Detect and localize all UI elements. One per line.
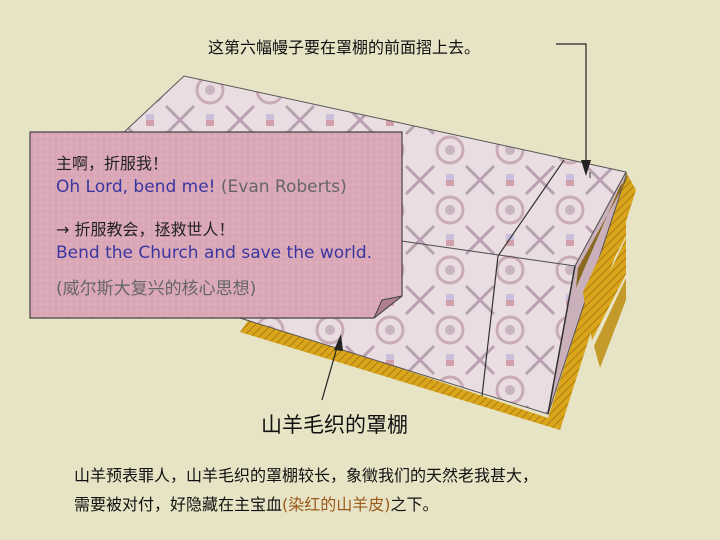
callout-line-chinese-motto: → 折服教会，拯救世人！ — [56, 220, 235, 239]
english-prayer: Oh Lord, bend me! — [56, 177, 216, 197]
callout-line-chinese-prayer: 主啊，折服我！ — [56, 154, 169, 173]
side-fold-layers — [576, 178, 628, 368]
description-prefix: 需要被对付，好隐藏在主宝血 — [74, 495, 283, 514]
callout-line-english-prayer: Oh Lord, bend me! (Evan Roberts) — [56, 177, 347, 197]
tent-label: 山羊毛织的罩棚 — [261, 413, 408, 437]
description-line-2: 需要被对付，好隐藏在主宝血(染红的山羊皮)之下。 — [74, 491, 439, 515]
callout-box — [29, 131, 403, 319]
caption-arrow — [556, 43, 591, 176]
callout-line-english-motto: Bend the Church and save the world. — [56, 243, 373, 263]
callout-line-note: (威尔斯大复兴的核心思想) — [56, 279, 257, 299]
top-caption: 这第六幅幔子要在罩棚的前面摺上去。 — [208, 38, 481, 57]
description-suffix: 之下。 — [390, 495, 439, 514]
description-line-1: 山羊预表罪人，山羊毛织的罩棚较长，象徵我们的天然老我甚大， — [74, 466, 539, 485]
tent-label-arrow — [321, 334, 343, 401]
description-highlight: (染红的山羊皮) — [282, 495, 391, 514]
attribution: (Evan Roberts) — [220, 177, 347, 197]
